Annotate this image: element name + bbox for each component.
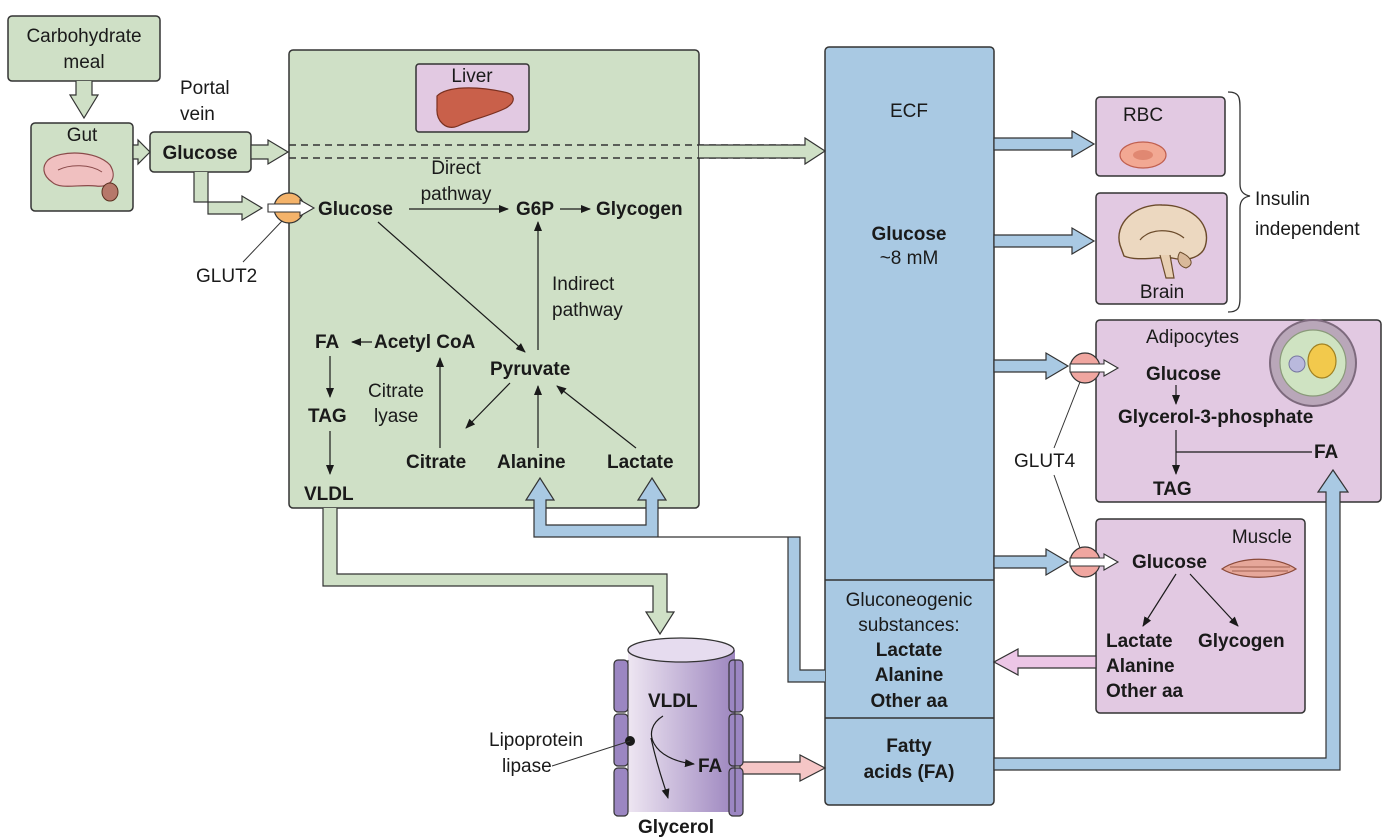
muscle-glucose: Glucose bbox=[1132, 552, 1207, 573]
direct-pathway-2: pathway bbox=[421, 184, 492, 205]
liver-glucose: Glucose bbox=[318, 199, 393, 220]
portal-vein-label-2: vein bbox=[180, 104, 215, 125]
liver-vldl: VLDL bbox=[304, 484, 354, 505]
adipocyte-glucose: Glucose bbox=[1146, 364, 1221, 385]
vessel-fa: FA bbox=[698, 756, 723, 777]
adipocyte-g3p: Glycerol-3-phosphate bbox=[1118, 407, 1313, 428]
meal-label-1: Carbohydrate bbox=[26, 26, 141, 47]
gut-glucose-label: Glucose bbox=[163, 143, 238, 164]
adipocyte-icon bbox=[1269, 319, 1357, 407]
lipoprotein-lipase-1: Lipoprotein bbox=[489, 730, 583, 751]
gut-label: Gut bbox=[67, 125, 98, 146]
liver-lactate: Lactate bbox=[607, 452, 674, 473]
portal-vein-label-1: Portal bbox=[180, 78, 230, 99]
indirect-pathway-1: Indirect bbox=[552, 274, 615, 295]
adipocyte-fa: FA bbox=[1314, 442, 1339, 463]
liver-glycogen: Glycogen bbox=[596, 199, 683, 220]
citrate-lyase-2: lyase bbox=[374, 406, 418, 427]
vessel-vldl: VLDL bbox=[648, 691, 698, 712]
gluconeogenic-alanine: Alanine bbox=[875, 665, 944, 686]
liver-icon bbox=[436, 87, 514, 128]
ecf-title: ECF bbox=[890, 101, 928, 122]
muscle-lactate: Lactate bbox=[1106, 631, 1173, 652]
meal-label-2: meal bbox=[63, 52, 104, 73]
muscle-title: Muscle bbox=[1232, 527, 1292, 548]
brain-icon bbox=[1118, 204, 1208, 279]
liver-fa: FA bbox=[315, 332, 340, 353]
liver-title: Liver bbox=[451, 66, 493, 87]
g6p: G6P bbox=[516, 199, 554, 220]
lipoprotein-lipase-2: lipase bbox=[502, 756, 552, 777]
gluconeogenic-other-aa: Other aa bbox=[870, 691, 948, 712]
liver-citrate: Citrate bbox=[406, 452, 466, 473]
gluconeogenic-1: Gluconeogenic bbox=[846, 590, 973, 611]
ecf-glucose: Glucose bbox=[872, 224, 947, 245]
insulin-independent-1: Insulin bbox=[1255, 189, 1310, 210]
glut4-label: GLUT4 bbox=[1014, 451, 1076, 472]
direct-pathway-1: Direct bbox=[431, 158, 481, 179]
liver-alanine: Alanine bbox=[497, 452, 566, 473]
adipocytes-title: Adipocytes bbox=[1146, 327, 1239, 348]
liver-tag: TAG bbox=[308, 406, 347, 427]
muscle-icon bbox=[1220, 558, 1298, 578]
gluconeogenic-lactate: Lactate bbox=[876, 640, 943, 661]
indirect-pathway-2: pathway bbox=[552, 300, 623, 321]
rbc-label: RBC bbox=[1123, 105, 1163, 126]
pyruvate: Pyruvate bbox=[490, 359, 570, 380]
gut-icon bbox=[43, 152, 119, 202]
ecf-glucose-conc: ~8 mM bbox=[880, 248, 939, 269]
fatty-acids-1: Fatty bbox=[886, 736, 932, 757]
brain-label: Brain bbox=[1140, 282, 1184, 303]
ecf-box bbox=[824, 46, 995, 806]
acetyl-coa: Acetyl CoA bbox=[374, 332, 476, 353]
blood-vessel bbox=[551, 637, 744, 817]
insulin-independent-2: independent bbox=[1255, 219, 1360, 240]
gluconeogenic-2: substances: bbox=[858, 615, 959, 636]
muscle-glycogen: Glycogen bbox=[1198, 631, 1285, 652]
muscle-other-aa: Other aa bbox=[1106, 681, 1184, 702]
insulin-independent-brace bbox=[1227, 91, 1251, 313]
citrate-lyase-1: Citrate bbox=[368, 381, 424, 402]
liver-box bbox=[288, 49, 700, 509]
adipocyte-tag: TAG bbox=[1153, 479, 1192, 500]
vessel-glycerol: Glycerol bbox=[638, 817, 714, 838]
fatty-acids-2: acids (FA) bbox=[864, 762, 955, 783]
muscle-alanine: Alanine bbox=[1106, 656, 1175, 677]
glut2-label: GLUT2 bbox=[196, 266, 257, 287]
